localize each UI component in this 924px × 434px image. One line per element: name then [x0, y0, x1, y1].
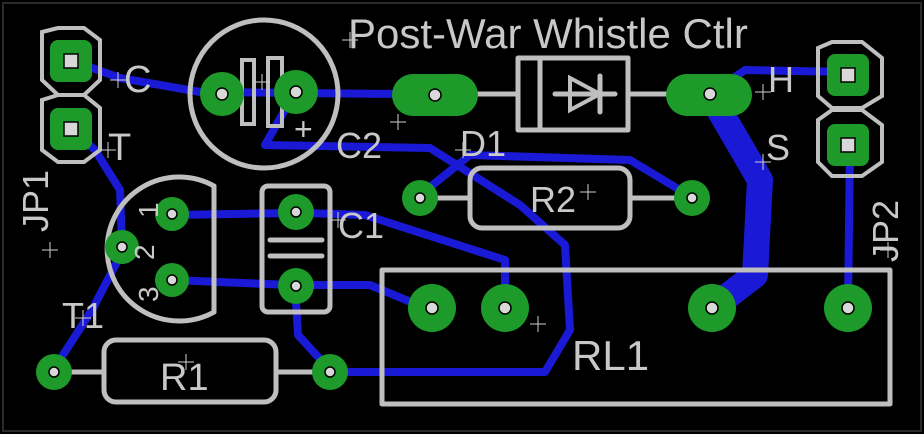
label-c1: C1	[338, 205, 384, 246]
label-rl1: RL1	[572, 332, 649, 379]
label-c2-plus: +	[294, 111, 313, 147]
pads	[36, 40, 872, 390]
board-title: Post-War Whistle Ctlr	[348, 10, 748, 57]
label-jp1: JP1	[15, 170, 56, 232]
label-t1-pin3: 3	[133, 286, 164, 302]
jp2-outline-b	[816, 108, 884, 178]
c2-outline	[187, 17, 341, 171]
c1-outline	[259, 183, 333, 315]
label-t1-pin1: 1	[133, 202, 164, 218]
label-t1: T1	[62, 295, 104, 336]
rl1-outline	[379, 267, 893, 407]
label-r2: R2	[530, 179, 576, 220]
jp1-outline-a	[40, 26, 102, 97]
label-h: H	[768, 59, 794, 100]
label-jp2: JP2	[865, 200, 906, 262]
jp2-outline-a	[816, 40, 884, 110]
label-c: C	[124, 59, 151, 101]
label-c2: C2	[336, 125, 382, 166]
label-t1-pin2: 2	[129, 244, 160, 260]
label-s: S	[766, 127, 790, 168]
label-d1: D1	[460, 123, 506, 164]
label-t: T	[108, 127, 131, 169]
label-r1: R1	[160, 357, 209, 399]
origin-markers	[42, 32, 896, 370]
